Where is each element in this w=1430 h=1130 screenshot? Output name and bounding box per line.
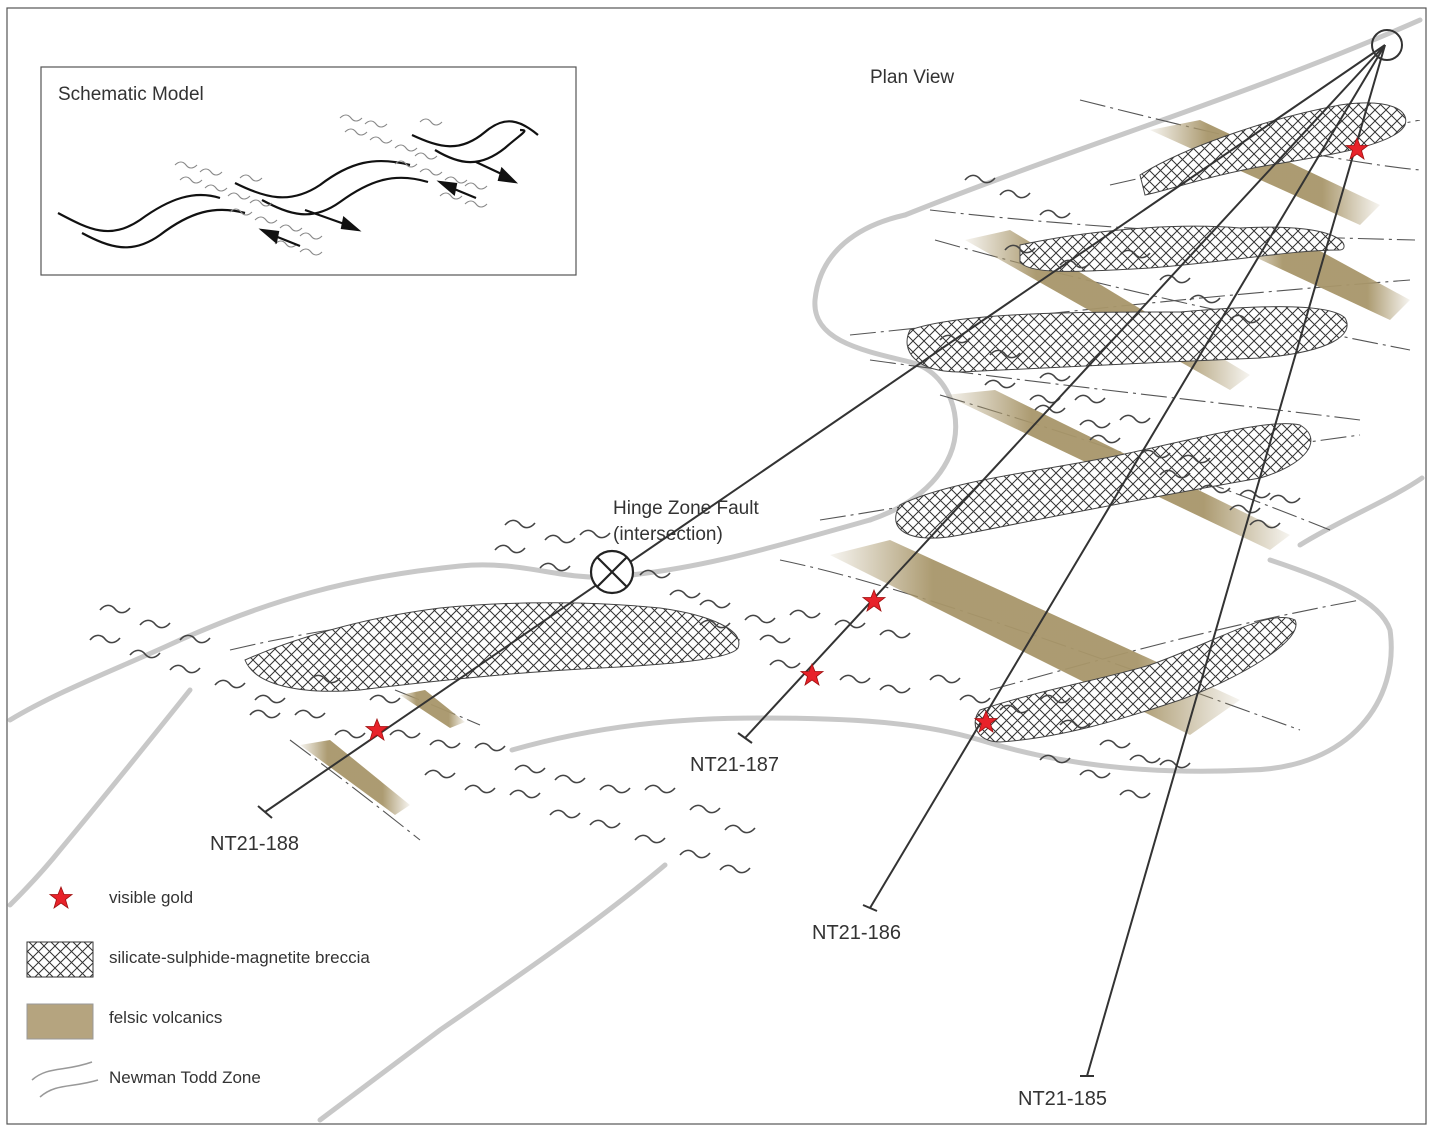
legend-label-felsic: felsic volcanics: [109, 1008, 222, 1027]
view-title: Plan View: [870, 67, 954, 88]
hole-label-NT21-188: NT21-188: [210, 833, 299, 855]
drill-trace-NT21-186: [869, 44, 1386, 909]
gold-star: [364, 717, 390, 741]
legend: visible gold silicate-sulphide-magnetite…: [26, 885, 370, 1098]
legend-label-ntz: Newman Todd Zone: [109, 1068, 261, 1087]
gold-star: [861, 588, 887, 612]
gold-star: [973, 709, 999, 733]
hole-label-NT21-186: NT21-186: [812, 922, 901, 944]
drill-collar: [1371, 29, 1403, 61]
hinge-label-line1: Hinge Zone Fault: [613, 498, 759, 519]
legend-gold-star-icon: [48, 885, 74, 909]
legend-ntz-symbol: [31, 1061, 99, 1098]
gold-star: [1344, 136, 1370, 160]
legend-label-gold: visible gold: [109, 888, 193, 907]
hole-label-NT21-185: NT21-185: [1018, 1088, 1107, 1110]
legend-felsic-swatch: [26, 1003, 94, 1040]
drill-trace-NT21-187: [744, 44, 1386, 739]
drill-trace-NT21-185: [1086, 44, 1386, 1077]
zone-outlines: [7, 17, 1425, 1123]
legend-breccia-swatch: [26, 941, 94, 978]
hinge-zone-fault-marker: [589, 549, 635, 595]
inset-title: Schematic Model: [58, 84, 204, 105]
schematic-model-inset: Schematic Model: [40, 66, 577, 276]
legend-label-breccia: silicate-sulphide-magnetite breccia: [109, 948, 370, 967]
hinge-label-line2: (intersection): [613, 524, 723, 545]
figure-frame: [6, 7, 1427, 1125]
visible-gold-occurrences: [364, 136, 1370, 741]
drill-hole-traces: [257, 44, 1386, 1077]
drill-trace-NT21-188: [264, 44, 1386, 813]
gold-star: [799, 662, 825, 686]
hole-label-NT21-187: NT21-187: [690, 754, 779, 776]
